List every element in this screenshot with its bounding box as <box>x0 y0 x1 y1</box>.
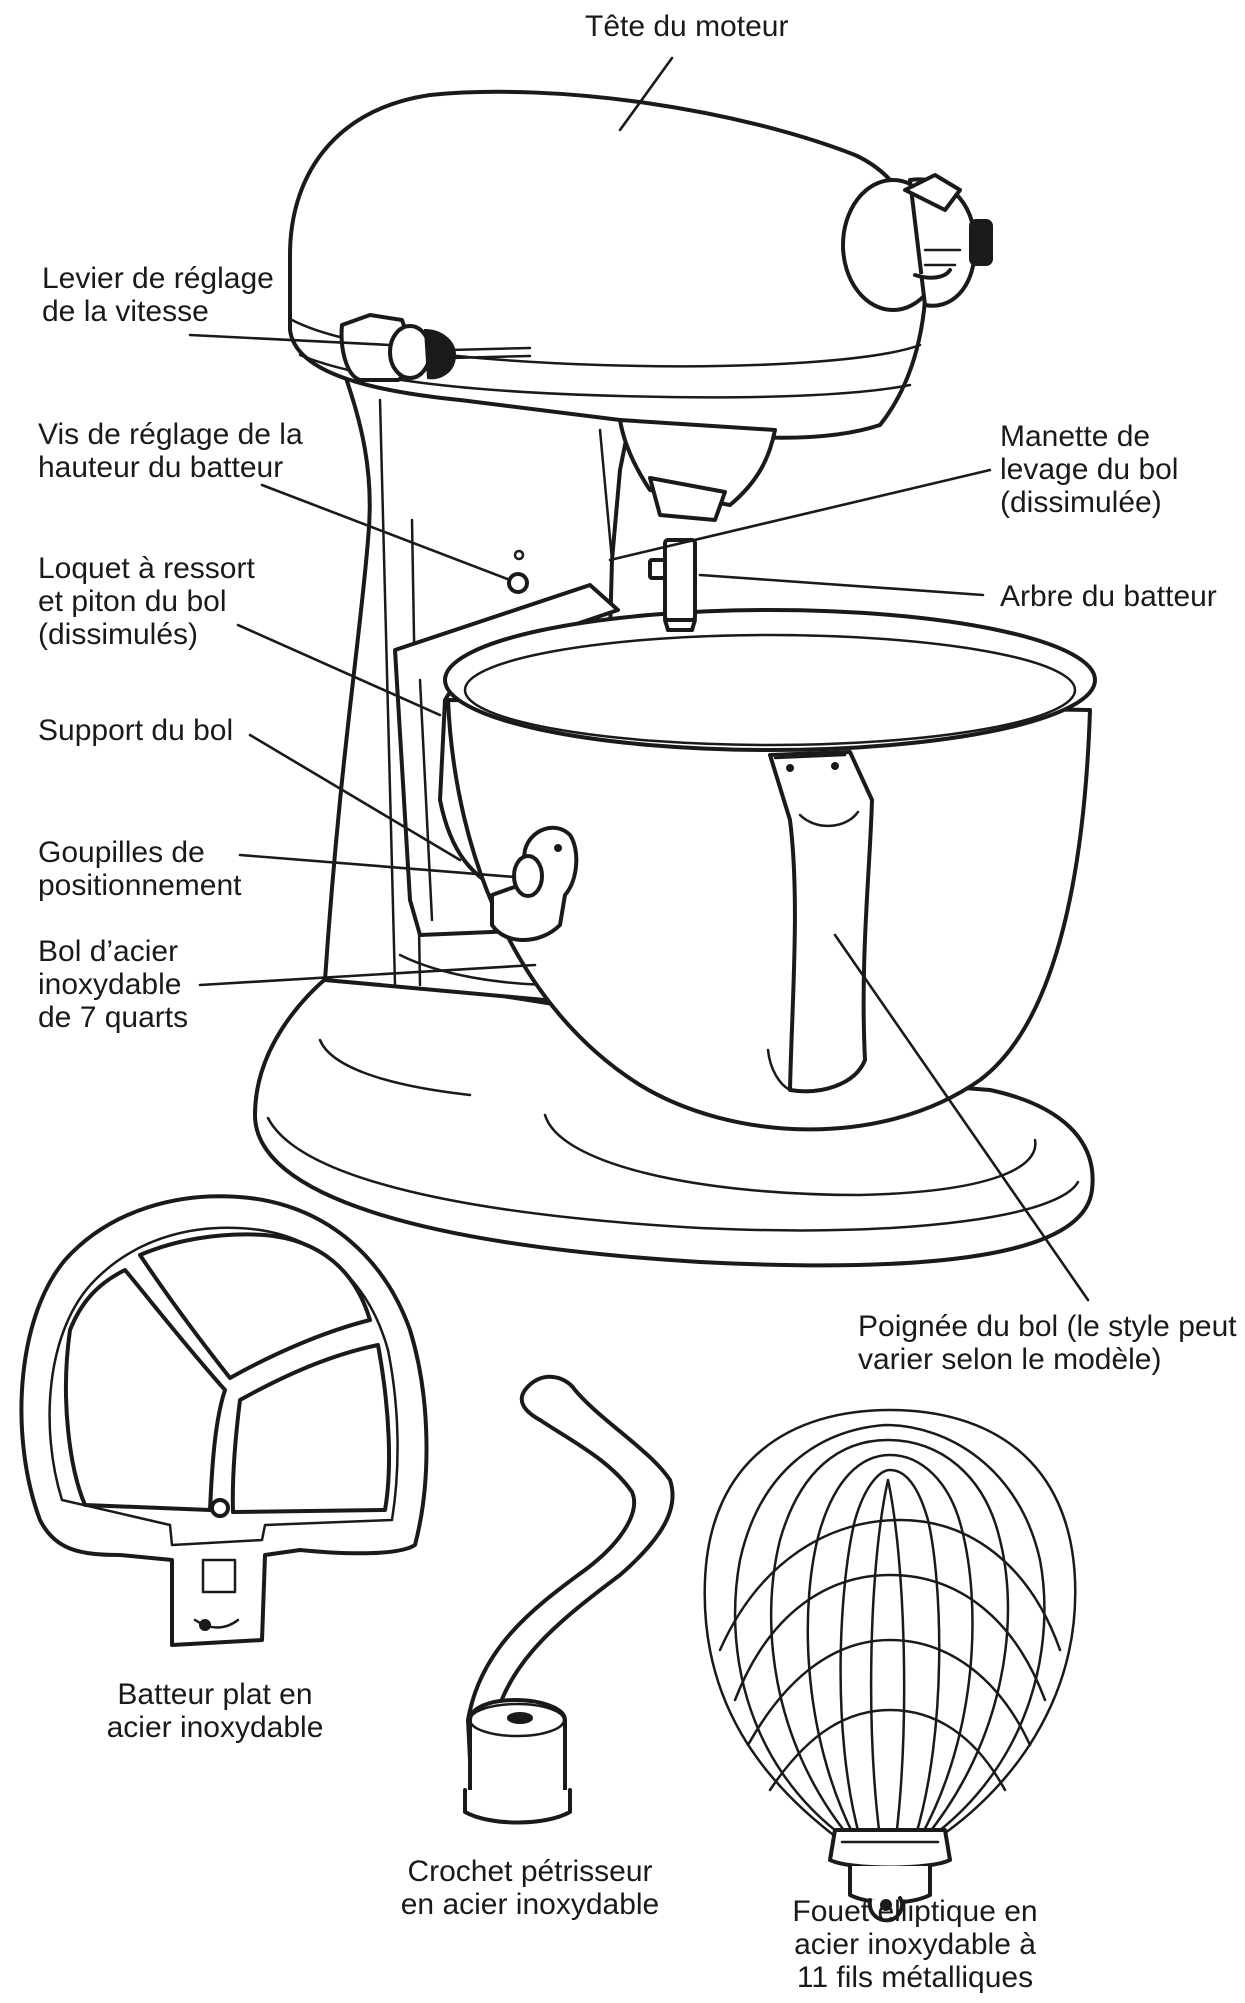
wire-whip <box>705 1410 1076 1920</box>
label-line: de la vitesse <box>42 295 274 328</box>
label-line: Batteur plat en <box>95 1678 335 1711</box>
label-tete-moteur: Tête du moteur <box>585 10 788 43</box>
label-crochet: Crochet pétrisseur en acier inoxydable <box>385 1855 675 1921</box>
label-line: Vis de réglage de la <box>38 418 303 451</box>
label-line: acier inoxydable <box>95 1711 335 1744</box>
label-line: Arbre du batteur <box>1000 580 1217 613</box>
label-line: varier selon le modèle) <box>858 1343 1237 1376</box>
label-line: Crochet pétrisseur <box>385 1855 675 1888</box>
label-goupilles: Goupilles de positionnement <box>38 836 241 902</box>
flat-beater <box>21 1196 426 1645</box>
label-fouet: Fouet elliptique en acier inoxydable à 1… <box>770 1895 1060 1994</box>
label-line: levage du bol <box>1000 453 1178 486</box>
label-line: (dissimulée) <box>1000 486 1178 519</box>
label-line: Loquet à ressort <box>38 552 255 585</box>
label-line: Poignée du bol (le style peut <box>858 1310 1237 1343</box>
label-line: Levier de réglage <box>42 262 274 295</box>
label-bol-acier: Bol d’acier inoxydable de 7 quarts <box>38 935 188 1034</box>
label-levier-vitesse: Levier de réglage de la vitesse <box>42 262 274 328</box>
label-line: inoxydable <box>38 968 188 1001</box>
label-vis-reglage: Vis de réglage de la hauteur du batteur <box>38 418 303 484</box>
label-manette-levage: Manette de levage du bol (dissimulée) <box>1000 420 1178 519</box>
dough-hook <box>465 1377 673 1823</box>
label-arbre-batteur: Arbre du batteur <box>1000 580 1217 613</box>
label-line: Bol d’acier <box>38 935 188 968</box>
label-line: positionnement <box>38 869 241 902</box>
label-line: 11 fils métalliques <box>770 1961 1060 1994</box>
label-line: Manette de <box>1000 420 1178 453</box>
label-line: (dissimulés) <box>38 618 255 651</box>
label-loquet: Loquet à ressort et piton du bol (dissim… <box>38 552 255 651</box>
label-line: Fouet elliptique en <box>770 1895 1060 1928</box>
label-line: en acier inoxydable <box>385 1888 675 1921</box>
label-line: de 7 quarts <box>38 1001 188 1034</box>
label-line: et piton du bol <box>38 585 255 618</box>
label-support-bol: Support du bol <box>38 714 233 747</box>
label-line: Goupilles de <box>38 836 241 869</box>
label-line: acier inoxydable à <box>770 1928 1060 1961</box>
leader-arbre-batteur <box>700 575 983 595</box>
label-line: Support du bol <box>38 714 233 747</box>
label-line: hauteur du batteur <box>38 451 303 484</box>
label-line: Tête du moteur <box>585 10 788 43</box>
label-poignee-bol: Poignée du bol (le style peut varier sel… <box>858 1310 1237 1376</box>
label-batteur-plat: Batteur plat en acier inoxydable <box>95 1678 335 1744</box>
